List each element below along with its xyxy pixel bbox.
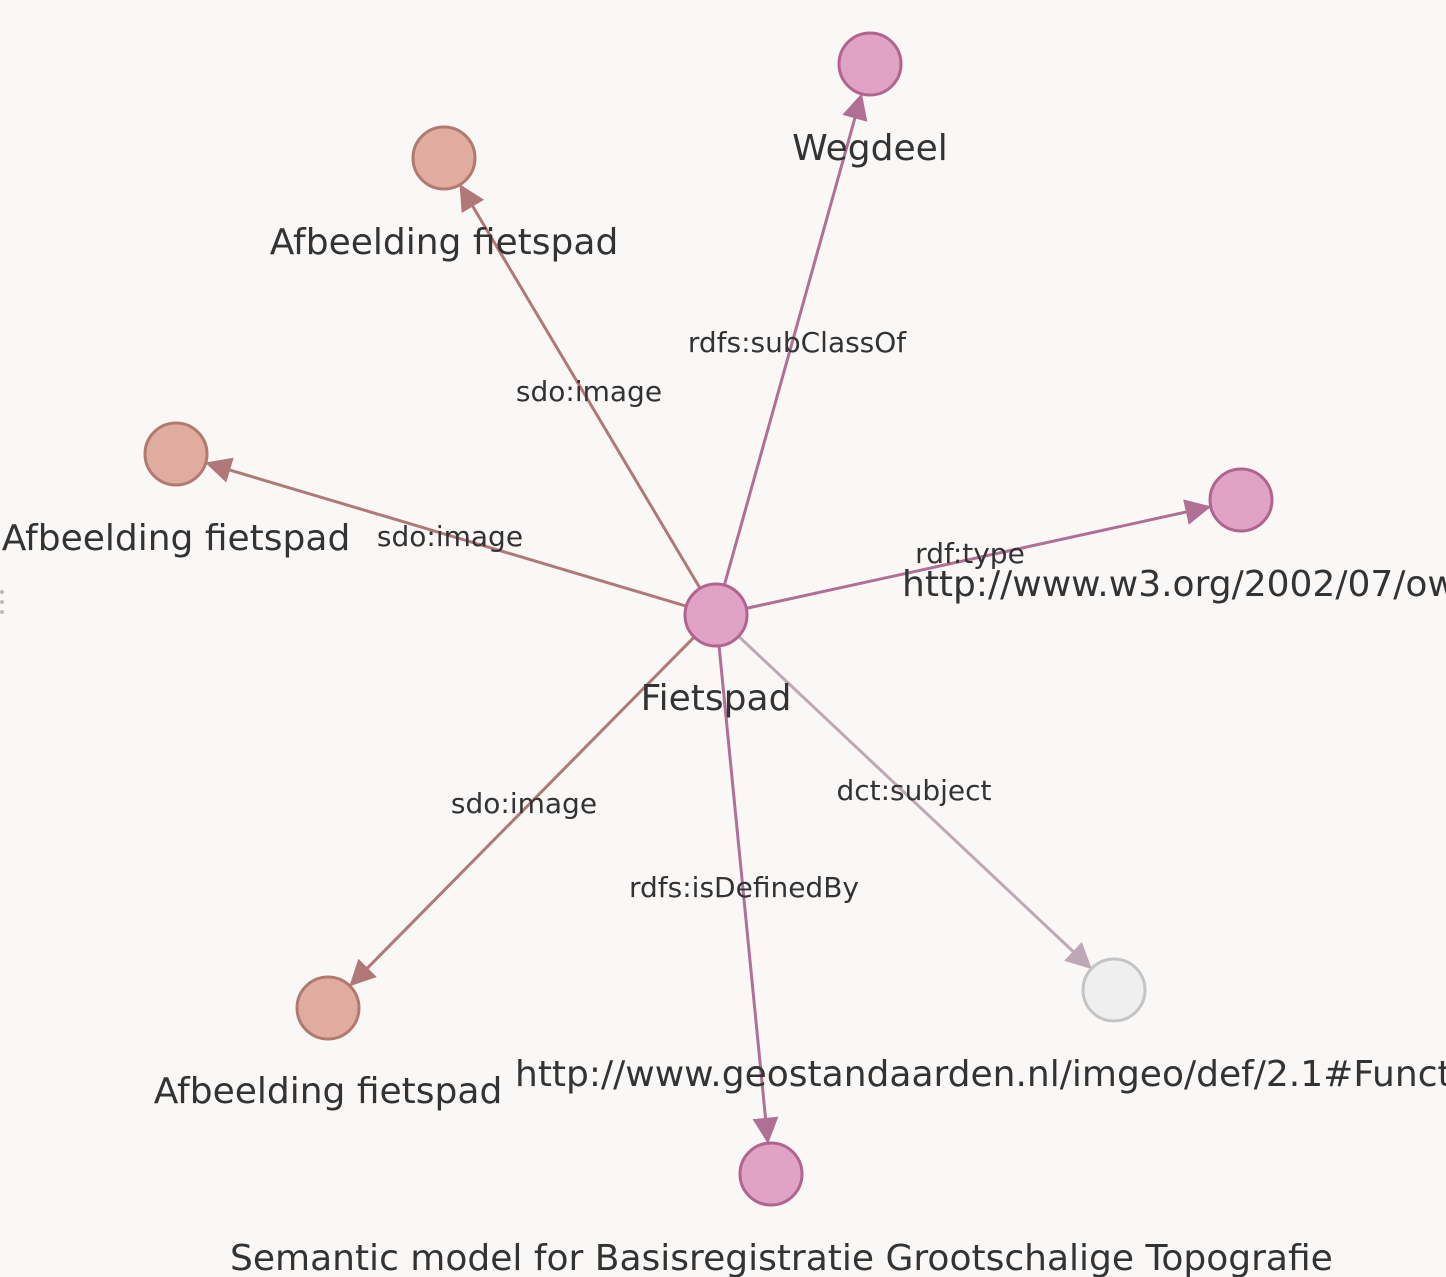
node-label-fietspad: Fietspad — [641, 678, 792, 719]
node-subject[interactable] — [1081, 957, 1147, 1023]
node-wegdeel[interactable] — [837, 31, 903, 97]
edge-img3[interactable] — [349, 636, 696, 987]
edge-model[interactable] — [717, 645, 779, 1144]
edge-label: rdf:type — [915, 537, 1025, 570]
grip-dot — [0, 590, 4, 594]
edge-label: rdfs:subClassOf — [688, 326, 907, 359]
edge-img2[interactable] — [205, 457, 687, 608]
node-owl[interactable] — [1208, 467, 1274, 533]
edge-label: rdfs:isDefinedBy — [629, 871, 859, 904]
node-img3[interactable] — [295, 975, 361, 1041]
edge-img1[interactable] — [459, 184, 702, 590]
edge-label: sdo:image — [377, 520, 523, 553]
edge-label: dct:subject — [836, 774, 991, 807]
side-panel-drag-handle[interactable] — [0, 590, 5, 620]
node-fietspad[interactable] — [683, 582, 749, 648]
edge-wegdeel[interactable] — [722, 93, 868, 586]
node-label-subject: http://www.geostandaarden.nl/imgeo/def/2… — [515, 1054, 1446, 1095]
edge-label: sdo:image — [516, 375, 662, 408]
edge-label: sdo:image — [451, 787, 597, 820]
edge-label-layer: rdfs:subClassOf sdo:image sdo:image rdf:typ… — [377, 326, 1025, 904]
node-label-owl: http://www.w3.org/2002/07/owl#Class — [902, 564, 1446, 605]
node-img1[interactable] — [411, 125, 477, 191]
edge-subject[interactable] — [737, 635, 1092, 970]
node-label-model: Semantic model for Basisregistratie Groo… — [230, 1238, 1333, 1277]
grip-dot — [0, 600, 4, 604]
edge-layer — [205, 93, 1212, 1144]
node-img2[interactable] — [143, 421, 209, 487]
node-layer — [143, 31, 1274, 1207]
node-label-img2: Afbeelding fietspad — [2, 518, 351, 559]
node-model[interactable] — [738, 1141, 804, 1207]
node-label-img1: Afbeelding fietspad — [270, 222, 619, 263]
edge-owl[interactable] — [745, 499, 1212, 610]
node-label-img3: Afbeelding fietspad — [154, 1071, 503, 1112]
node-label-wegdeel: Wegdeel — [792, 128, 948, 169]
grip-dot — [0, 610, 4, 614]
